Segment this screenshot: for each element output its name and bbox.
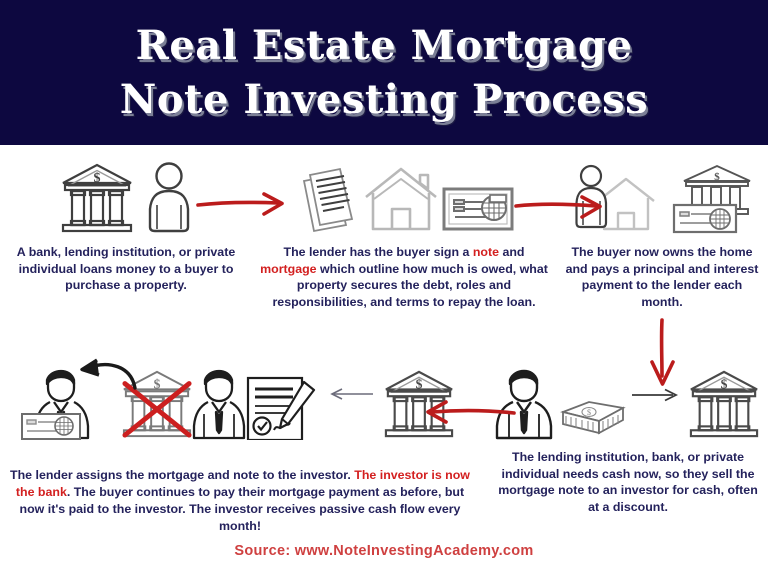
step-6-icons: $ <box>0 368 215 440</box>
bank-icon: $ <box>685 368 763 440</box>
step-4-lender-sells-note: $ <box>488 368 768 515</box>
step-4-caption-text: The lending institution, bank, or privat… <box>498 450 758 514</box>
step-2-caption-part-3: which outline how much is owed, what pro… <box>272 261 548 309</box>
arrow-bank-to-investor <box>330 386 374 407</box>
bank-with-check-icon: $ <box>672 163 754 235</box>
step-2-caption-part-2: and <box>499 245 525 259</box>
arrow-step4-to-step5 <box>420 398 516 426</box>
svg-text:$: $ <box>721 376 728 391</box>
step-2-caption-part-1: The lender has the buyer sign a <box>283 245 473 259</box>
step-6-caption-part-1: The lender assigns the mortgage and note… <box>10 468 355 482</box>
arrow-step3-to-step4 <box>644 318 680 390</box>
svg-text:$: $ <box>587 408 591 417</box>
step-2-icons <box>258 160 550 235</box>
arrow-step1-to-step2 <box>196 190 288 218</box>
step-2-note-and-mortgage: The lender has the buyer sign a note and… <box>258 160 550 310</box>
arrow-cash-to-bank <box>631 387 681 408</box>
step-1-caption-text: A bank, lending institution, or private … <box>16 245 236 292</box>
house-icon <box>362 163 440 235</box>
svg-text:$: $ <box>416 376 423 391</box>
step-5-assignment: $ <box>192 368 454 440</box>
step-6-caption-highlight: The investor is now the bank <box>15 468 470 499</box>
step-1-icons: $ <box>0 160 252 235</box>
bank-icon: $ <box>380 368 458 440</box>
check-icon <box>442 183 514 235</box>
step-4-icons: $ <box>488 368 768 440</box>
source-footer: Source: www.NoteInvestingAcademy.com <box>234 543 534 559</box>
step-3-icons: $ <box>556 160 768 235</box>
page-title-line-1: Real Estate Mortgage <box>135 21 633 69</box>
step-6-investor-is-bank: $ <box>0 368 215 440</box>
title-banner: Real Estate Mortgage Note Investing Proc… <box>0 0 768 145</box>
businessman-signing-contract-icon <box>192 368 324 440</box>
step-2-caption-highlight-note: note <box>472 245 500 259</box>
svg-text:$: $ <box>714 171 720 183</box>
step-3-caption-text: The buyer now owns the home and pays a p… <box>565 245 759 309</box>
step-6-caption-part-2: . The buyer continues to pay their mortg… <box>19 485 465 533</box>
red-x-mark <box>121 381 192 438</box>
step-6-caption: The lender assigns the mortgage and note… <box>6 467 474 535</box>
svg-text:$: $ <box>94 171 101 186</box>
step-3-buyer-owns-home: $ The buyer now owns the home and pays a… <box>556 160 768 310</box>
arrow-bank-to-person-curved <box>75 358 139 392</box>
bank-icon: $ <box>57 161 137 235</box>
step-3-caption: The buyer now owns the home and pays a p… <box>556 244 768 310</box>
step-4-caption: The lending institution, bank, or privat… <box>488 449 768 515</box>
step-2-caption-highlight-mortgage: mortgage <box>260 261 317 276</box>
step-1-caption: A bank, lending institution, or private … <box>0 244 252 294</box>
bank-crossed-out-icon: $ <box>118 368 196 440</box>
businessman-icon <box>493 368 555 440</box>
businessman-with-check-icon <box>20 368 116 440</box>
step-2-caption: The lender has the buyer sign a note and… <box>258 244 550 310</box>
step-5-icons: $ <box>192 368 454 440</box>
svg-text:$: $ <box>153 376 160 391</box>
person-icon <box>143 161 195 235</box>
cash-stack-icon: $ <box>559 394 627 440</box>
page-title-line-2: Note Investing Process <box>119 75 649 123</box>
step-1-loan-origination: $ A bank, lending institution, or privat… <box>0 160 252 294</box>
documents-icon <box>294 165 360 235</box>
arrow-step2-to-step3 <box>514 192 606 220</box>
